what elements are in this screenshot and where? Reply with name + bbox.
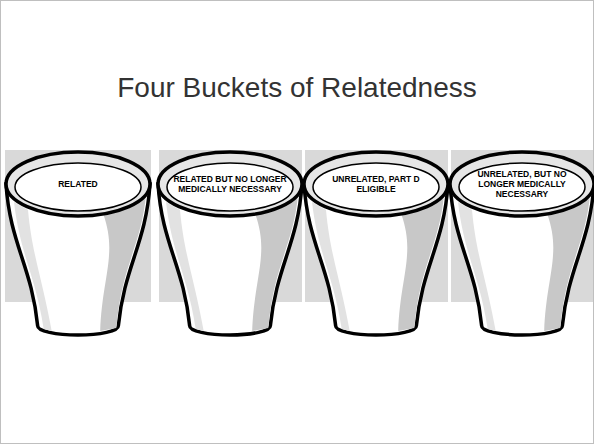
bucket: RELATED BUT NO LONGER MEDICALLY NECESSAR…	[155, 148, 305, 338]
bucket-rim	[158, 152, 302, 216]
bucket-rim	[304, 152, 448, 216]
bucket-shade	[14, 202, 52, 331]
bucket-rim	[450, 152, 594, 216]
bucket-shade	[458, 202, 496, 331]
bucket-label: UNRELATED, BUT NO LONGER MEDICALLY NECES…	[461, 160, 583, 208]
bucket: UNRELATED, BUT NO LONGER MEDICALLY NECES…	[447, 148, 594, 338]
bucket-label: RELATED	[17, 160, 139, 208]
bucket-outline	[3, 148, 153, 338]
slide-title: Four Buckets of Relatedness	[60, 72, 534, 104]
bucket-rim	[6, 152, 150, 216]
bucket-shade	[312, 202, 350, 331]
bucket-label: UNRELATED, PART D ELIGIBLE	[315, 160, 437, 208]
bucket-label: RELATED BUT NO LONGER MEDICALLY NECESSAR…	[169, 160, 291, 208]
bucket-shade	[166, 202, 204, 331]
bucket: RELATED	[3, 148, 153, 338]
bucket: UNRELATED, PART D ELIGIBLE	[301, 148, 451, 338]
